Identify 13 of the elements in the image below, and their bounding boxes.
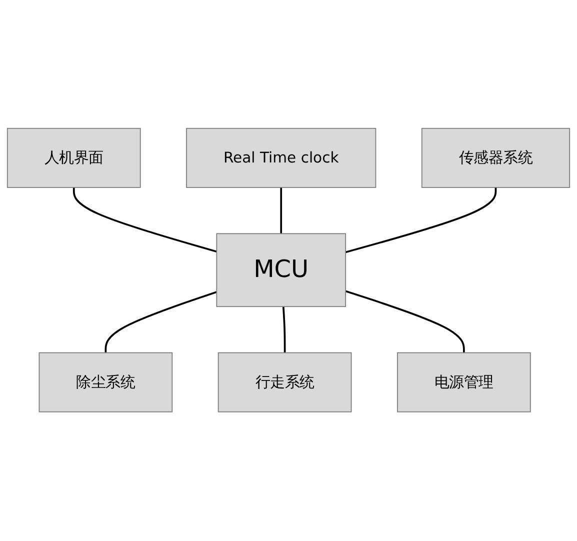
node-box: 行走系统 [218,352,352,413]
node-box: MCU [216,234,346,308]
connector [345,290,465,354]
node-box: 人机界面 [6,128,141,188]
node-box: 传感器系统 [421,128,570,188]
connector [104,292,217,354]
connector [280,188,282,234]
node-box: 电源管理 [396,352,531,413]
node-box: Real Time clock [186,128,376,188]
node-box: 除尘系统 [38,352,173,413]
connector [72,188,217,253]
connector [282,306,286,354]
connector [345,188,497,254]
